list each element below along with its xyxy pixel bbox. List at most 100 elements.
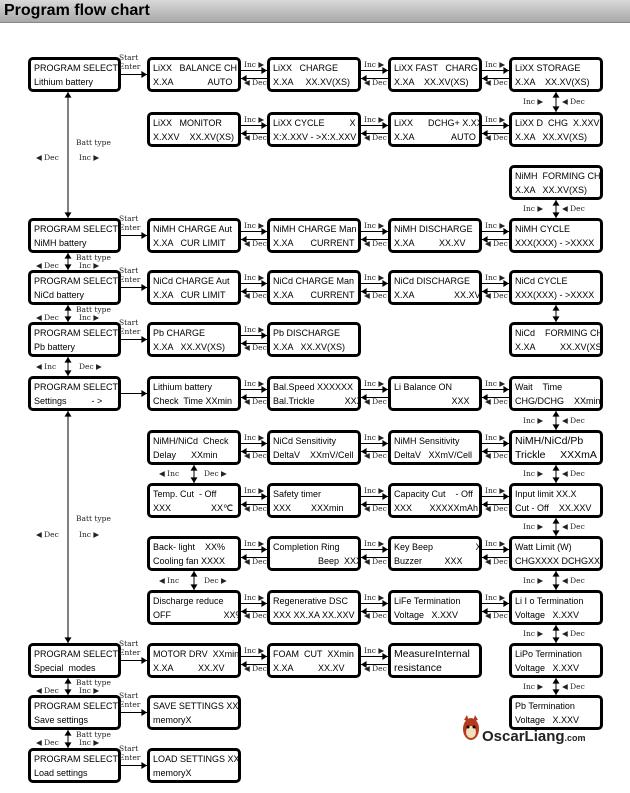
lcd-line: XXX XXXmin: [273, 503, 344, 513]
arrowhead: [552, 689, 560, 695]
lcd-line: Trickle XXXmA: [515, 449, 597, 461]
inc-label: Inc ▶: [364, 114, 385, 124]
arrowhead: [482, 75, 488, 82]
arrowhead: [361, 288, 367, 295]
inc-label: Inc ▶: [244, 220, 265, 230]
lcd-line: XXX XXXXXmAh: [394, 503, 479, 513]
arrowhead: [482, 236, 488, 243]
lcd-line: Check Time XXmin: [153, 396, 233, 406]
lcd-box-completion-ring: Completion Ring Beep XXX: [267, 536, 361, 571]
dec-label: ◀ Dec: [364, 132, 387, 142]
dec-label: ◀ Dec: [36, 312, 59, 322]
arrowhead: [552, 625, 560, 631]
inc-label: Inc ▶: [523, 204, 544, 213]
dec-label: ◀ Dec: [244, 503, 267, 513]
lcd-line: XXX(XXX) - >XXXX: [515, 290, 595, 300]
arrowhead: [503, 600, 509, 607]
dec-label: ◀ Dec: [562, 204, 585, 213]
dec-label: ◀ Dec: [485, 132, 508, 142]
dec-label: ◀ Dec: [485, 556, 508, 566]
arrowhead: [64, 264, 72, 270]
arrowhead: [361, 394, 367, 401]
lcd-line: Pb DISCHARGE: [273, 328, 341, 338]
dec-label: ◀ Dec: [364, 290, 387, 300]
lcd-line: Voltage X.XXV: [394, 610, 459, 620]
lcd-line: Save settings: [34, 715, 89, 725]
arrowhead: [64, 742, 72, 748]
arrowhead: [382, 228, 388, 235]
dec-label: ◀ Dec: [36, 738, 59, 747]
arrowhead: [552, 477, 560, 483]
arrowhead: [141, 336, 147, 343]
arrowhead: [64, 212, 72, 218]
dec-label: ◀ Dec: [36, 260, 59, 270]
arrowhead: [382, 280, 388, 287]
oscarliang-logo: OscarLiang.com: [482, 728, 586, 745]
lcd-line: OFF XX%: [153, 610, 241, 620]
enter-label: Enter: [119, 648, 141, 657]
lcd-line: Completion Ring: [273, 542, 340, 552]
inc-label: Inc ▶: [485, 378, 506, 388]
lcd-line: LiXX CYCLE X: [273, 118, 356, 128]
lcd-line: NiMH/NiCd Check: [153, 436, 229, 446]
dec-label: ◀ Dec: [364, 663, 387, 673]
lcd-line: PROGRAM SELECT: [34, 276, 119, 286]
dec-label: ◀ Dec: [36, 153, 59, 162]
arrowhead: [361, 236, 367, 243]
arrowhead: [552, 316, 560, 322]
lcd-line: PROGRAM SELECT: [34, 649, 119, 659]
inc-label: Inc ▶: [79, 312, 100, 322]
dec-label: ◀ Dec: [562, 97, 585, 106]
lcd-line: NiCd DISCHARGE: [394, 276, 471, 286]
lcd-line: CHG/DCHG XXmin: [515, 396, 601, 406]
lcd-line: NiCd FORMING CHG: [515, 328, 603, 338]
arrowhead: [241, 288, 247, 295]
inc-label: ◀ Inc: [159, 575, 180, 585]
arrowhead: [64, 357, 72, 363]
inc-label: Inc ▶: [244, 432, 265, 442]
arrowhead: [382, 493, 388, 500]
inc-label: Inc ▶: [364, 645, 385, 655]
inc-label: Inc ▶: [244, 324, 265, 334]
lcd-line: X.XA XX.XV: [273, 663, 345, 673]
arrowhead: [261, 280, 267, 287]
arrowhead: [261, 600, 267, 607]
lcd-box-nicd-discharge: NiCd DISCHARGE X.XA XX.XV: [388, 270, 482, 305]
arrowhead: [361, 448, 367, 455]
arrowhead: [361, 75, 367, 82]
lcd-box-key-beep: Key Beep XXXBuzzer XXX: [388, 536, 482, 571]
lcd-line: NiMH CHARGE Man: [273, 224, 357, 234]
dec-label: ◀ Dec: [485, 238, 508, 248]
lcd-line: X.XA XX.XV: [394, 290, 481, 300]
lcd-line: CHGXXXX DCHGXX: [515, 556, 601, 566]
inc-label: Inc ▶: [523, 469, 544, 478]
inc-label: Inc ▶: [79, 685, 100, 695]
start-label: Start: [119, 318, 139, 327]
arrowhead: [361, 661, 367, 668]
lcd-line: LiPo Termination: [515, 649, 582, 659]
arrowhead: [361, 501, 367, 508]
lcd-line: SAVE SETTINGS XX: [153, 701, 239, 711]
inc-label: Inc ▶: [244, 59, 265, 69]
fox-logo-icon: [463, 715, 479, 740]
lcd-line: Key Beep XXX: [394, 542, 482, 552]
lcd-line: X.XA XX.XV(XS): [515, 77, 590, 87]
dec-label: ◀ Dec: [364, 77, 387, 87]
arrowhead: [382, 440, 388, 447]
arrowhead: [141, 284, 147, 291]
batt-type-label: Batt type: [76, 252, 111, 262]
arrowhead: [361, 130, 367, 137]
inc-label: Inc ▶: [79, 260, 100, 270]
arrowhead: [64, 637, 72, 643]
inc-label: Inc ▶: [523, 629, 544, 638]
